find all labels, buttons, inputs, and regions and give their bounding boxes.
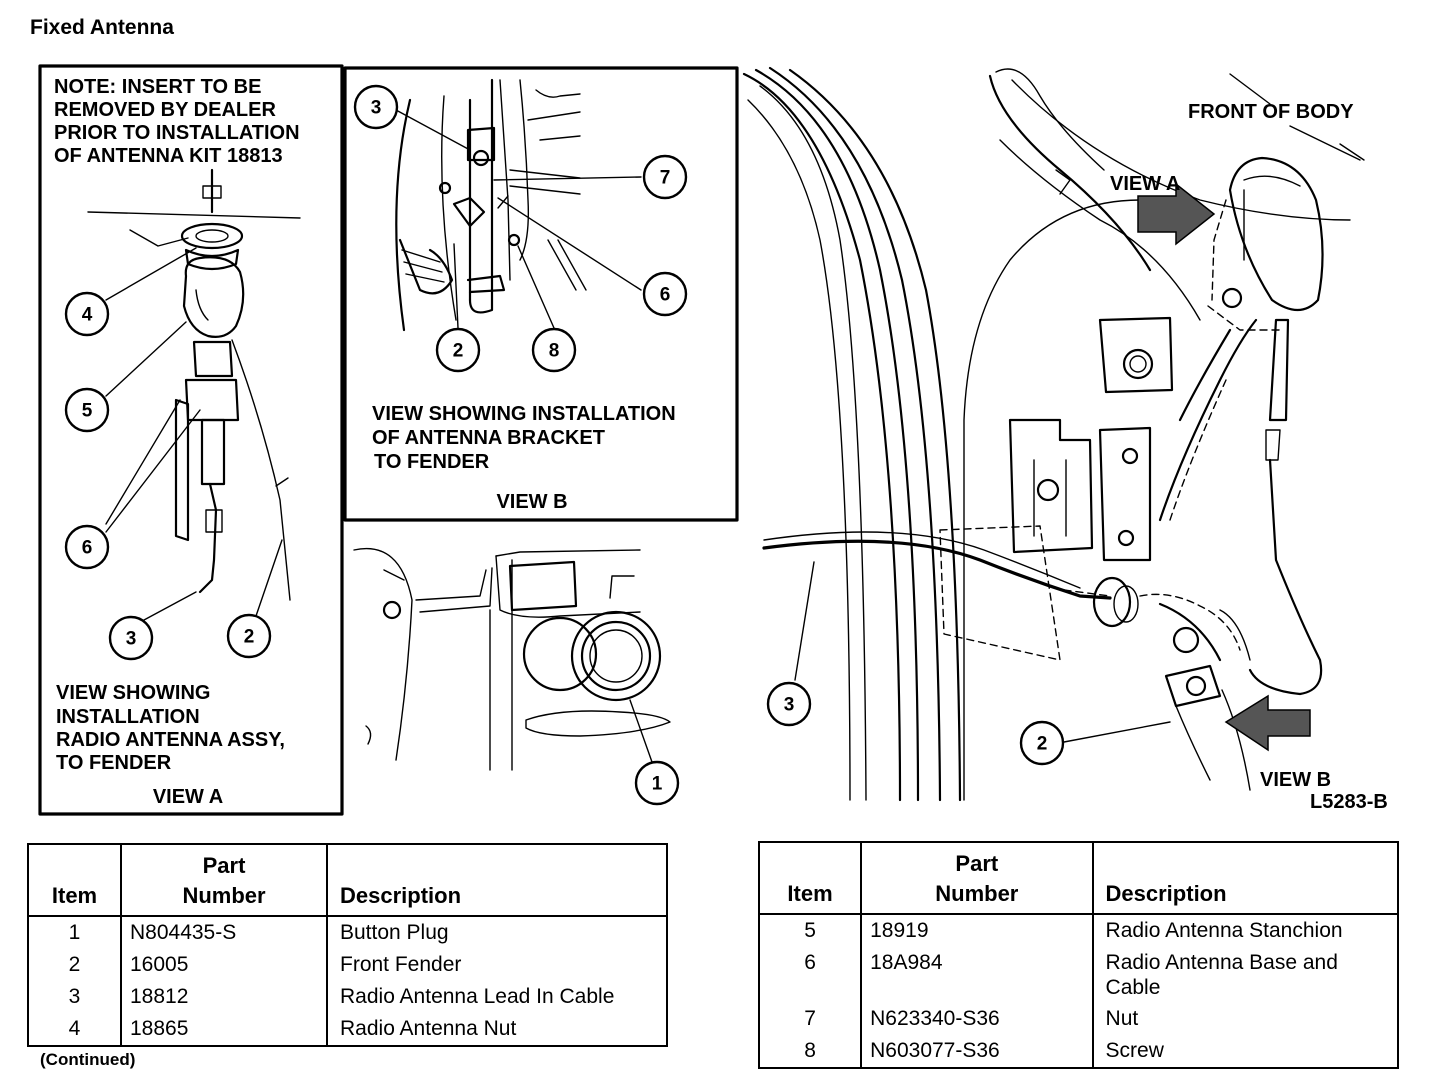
header-description: Description: [327, 845, 666, 917]
svg-text:3: 3: [784, 695, 795, 716]
svg-text:2: 2: [244, 627, 255, 648]
view-b-panel: 3 7 6 2 8 VIEW SHOWING INSTALLATION OF A…: [343, 66, 739, 522]
svg-text:5: 5: [82, 401, 93, 422]
callout-8-view-b: 8: [531, 327, 577, 373]
table-row: 1 N804435-S Button Plug: [29, 916, 666, 949]
view-b-caption-line-2: OF ANTENNA BRACKET: [372, 427, 605, 449]
table-row: 3 18812 Radio Antenna Lead In Cable: [29, 981, 666, 1013]
cell-description: Radio Antenna Lead In Cable: [340, 985, 615, 1008]
antenna-assembly-drawing: [87, 168, 301, 601]
callout-1-lower-view: 1: [634, 760, 680, 806]
cell-description: Radio Antenna Base and Cable: [1105, 951, 1338, 999]
header-part-number-line-2: Number: [935, 881, 1019, 906]
view-b-label: VIEW B: [496, 491, 567, 513]
svg-text:6: 6: [82, 538, 93, 559]
view-a-note-line-2: REMOVED BY DEALER: [54, 99, 276, 121]
cell-part-number: 18812: [121, 981, 328, 1013]
svg-text:8: 8: [549, 341, 560, 362]
cell-description: Front Fender: [340, 953, 462, 976]
button-plug-view: 1: [353, 548, 680, 806]
view-a-note-line-1: NOTE: INSERT TO BE: [54, 76, 261, 98]
figure-id: L5283-B: [1310, 791, 1388, 813]
svg-text:4: 4: [82, 305, 93, 326]
view-a-note-line-4: OF ANTENNA KIT 18813: [54, 145, 283, 167]
callout-3-main-view: 3: [766, 681, 812, 727]
front-of-body-label: FRONT OF BODY: [1188, 101, 1354, 123]
callout-3-view-a: 3: [108, 615, 154, 661]
main-fender-view: 3 2 FRONT OF BODY VIEW A VIEW B L5283-B: [742, 66, 1388, 813]
cell-part-number: 18919: [861, 914, 1094, 947]
header-part-number-line-1: Part: [955, 851, 999, 876]
view-a-note-line-3: PRIOR TO INSTALLATION: [54, 122, 300, 144]
page-title: Fixed Antenna: [30, 16, 174, 39]
cell-item: 7: [760, 1003, 863, 1035]
view-a-caption-line-3: RADIO ANTENNA ASSY,: [56, 729, 285, 751]
bracket-drawing: [395, 78, 587, 332]
header-item: Item: [29, 845, 122, 917]
callout-2-view-a: 2: [226, 613, 272, 659]
svg-text:3: 3: [371, 98, 382, 119]
cell-description: Radio Antenna Stanchion: [1105, 919, 1343, 942]
cell-part-number: N603077-S36: [861, 1035, 1094, 1067]
cell-part-number: N804435-S: [121, 916, 328, 949]
table-row: 5 18919 Radio Antenna Stanchion: [760, 914, 1397, 947]
view-b-arrow-label: VIEW B: [1260, 769, 1331, 791]
svg-text:7: 7: [660, 168, 671, 189]
cell-description: Nut: [1105, 1007, 1139, 1030]
header-part-number-line-1: Part: [202, 853, 246, 878]
cell-part-number: 18865: [121, 1013, 328, 1045]
table-row: 2 16005 Front Fender: [29, 949, 666, 981]
cell-item: 5: [760, 914, 863, 947]
svg-text:2: 2: [453, 341, 464, 362]
cell-item: 2: [29, 949, 122, 981]
callout-3-view-b: 3: [353, 84, 399, 130]
callout-6-view-b: 6: [642, 271, 688, 317]
callout-2-view-b: 2: [435, 327, 481, 373]
view-a-caption-line-4: TO FENDER: [56, 752, 172, 774]
view-b-caption-line-1: VIEW SHOWING INSTALLATION: [372, 403, 676, 425]
view-a-caption-line-1: VIEW SHOWING: [56, 682, 210, 704]
svg-text:6: 6: [660, 285, 671, 306]
cell-description: Button Plug: [340, 921, 449, 944]
table-row: 6 18A984 Radio Antenna Base and Cable: [760, 947, 1397, 1003]
cell-item: 1: [29, 916, 122, 949]
view-a-label: VIEW A: [153, 786, 223, 808]
callout-5-view-a: 5: [64, 387, 110, 433]
callout-2-main-view: 2: [1019, 720, 1065, 766]
view-b-caption-line-3: TO FENDER: [374, 451, 490, 473]
callout-6-view-a: 6: [64, 524, 110, 570]
table-row: 4 18865 Radio Antenna Nut: [29, 1013, 666, 1045]
cell-description: Radio Antenna Nut: [340, 1017, 517, 1040]
view-a-panel: NOTE: INSERT TO BE REMOVED BY DEALER PRI…: [38, 64, 344, 816]
table-row: 7 N623340-S36 Nut: [760, 1003, 1397, 1035]
cell-item: 8: [760, 1035, 863, 1067]
callout-7-view-b: 7: [642, 154, 688, 200]
cell-item: 4: [29, 1013, 122, 1045]
svg-text:2: 2: [1037, 734, 1048, 755]
header-part-number-line-2: Number: [182, 883, 266, 908]
cell-part-number: 16005: [121, 949, 328, 981]
svg-text:3: 3: [126, 629, 137, 650]
cell-item: 3: [29, 981, 122, 1013]
cell-description: Screw: [1105, 1039, 1164, 1062]
callout-4-view-a: 4: [64, 291, 110, 337]
view-a-caption-line-2: INSTALLATION: [56, 706, 200, 728]
cell-part-number: N623340-S36: [861, 1003, 1094, 1035]
table-row: 8 N603077-S36 Screw: [760, 1035, 1397, 1067]
continued-note: (Continued): [40, 1050, 136, 1069]
svg-text:1: 1: [652, 774, 663, 795]
header-description: Description: [1092, 843, 1397, 915]
cell-item: 6: [760, 947, 863, 1003]
view-a-arrow-label: VIEW A: [1110, 173, 1180, 195]
cell-part-number: 18A984: [861, 947, 1094, 1003]
header-item: Item: [760, 843, 863, 915]
